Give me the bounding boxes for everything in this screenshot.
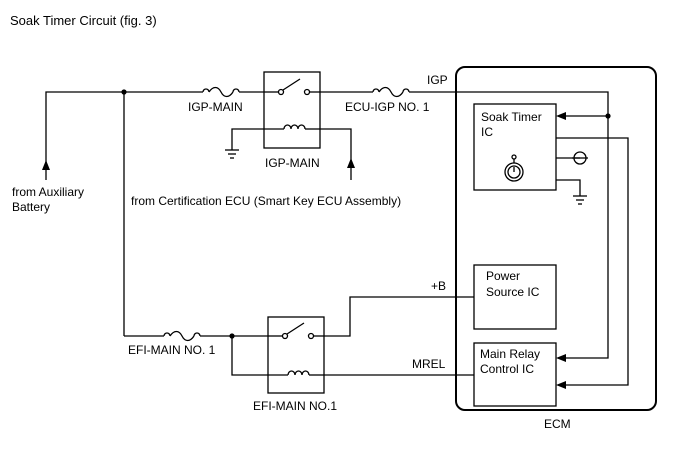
efi-main-relay <box>267 316 325 394</box>
ecm-enclosure <box>455 66 657 411</box>
soak-timer-ic: Soak Timer IC <box>473 103 557 191</box>
relay-coil-icon <box>287 370 310 376</box>
main-relay-label-1: Main Relay <box>480 347 540 361</box>
mrel-label: MREL <box>412 357 446 371</box>
from-auxiliary-label-2: Battery <box>12 200 50 214</box>
power-source-ic: Power Source IC <box>473 264 557 330</box>
ground-icon <box>225 149 239 159</box>
arrow-left-icon <box>556 381 566 389</box>
main-relay-label-2: Control IC <box>480 362 534 376</box>
soak-timer-label-1: Soak Timer <box>481 110 542 124</box>
ecm-label: ECM <box>544 417 571 431</box>
ground-icon <box>573 195 587 205</box>
from-certification-ecu-label: from Certification ECU (Smart Key ECU As… <box>131 194 401 208</box>
igp-main-relay-label: IGP-MAIN <box>265 156 320 170</box>
igp-signal-label: IGP <box>427 73 448 87</box>
arrow-up-icon <box>42 160 50 170</box>
igp-main-fuse-icon <box>202 86 240 98</box>
page-title: Soak Timer Circuit (fig. 3) <box>10 13 157 28</box>
ecu-igp-fuse-label: ECU-IGP NO. 1 <box>345 100 430 114</box>
power-source-label-1: Power <box>486 269 520 283</box>
main-relay-control-ic: Main Relay Control IC <box>473 342 557 407</box>
power-source-label-2: Source IC <box>486 285 540 299</box>
plus-b-label: +B <box>431 279 446 293</box>
efi-main-relay-label: EFI-MAIN NO.1 <box>253 399 337 413</box>
arrow-left-icon <box>556 354 566 362</box>
relay-switch-icon <box>282 78 301 91</box>
efi-main-fuse-icon <box>163 330 201 342</box>
relay-coil-icon <box>283 124 306 130</box>
ecu-igp-fuse-icon <box>372 86 410 98</box>
efi-main-fuse-label: EFI-MAIN NO. 1 <box>128 343 216 357</box>
clock-icon <box>504 154 524 182</box>
arrow-up-icon <box>347 158 355 168</box>
relay-switch-icon <box>286 322 305 335</box>
battery-icon <box>572 151 588 165</box>
soak-timer-label-2: IC <box>481 125 493 139</box>
igp-main-fuse-label: IGP-MAIN <box>188 100 243 114</box>
igp-main-relay <box>263 71 321 149</box>
battery-feed-wire <box>42 89 203 336</box>
from-auxiliary-label-1: from Auxiliary <box>12 185 84 199</box>
arrow-left-icon <box>556 112 566 120</box>
